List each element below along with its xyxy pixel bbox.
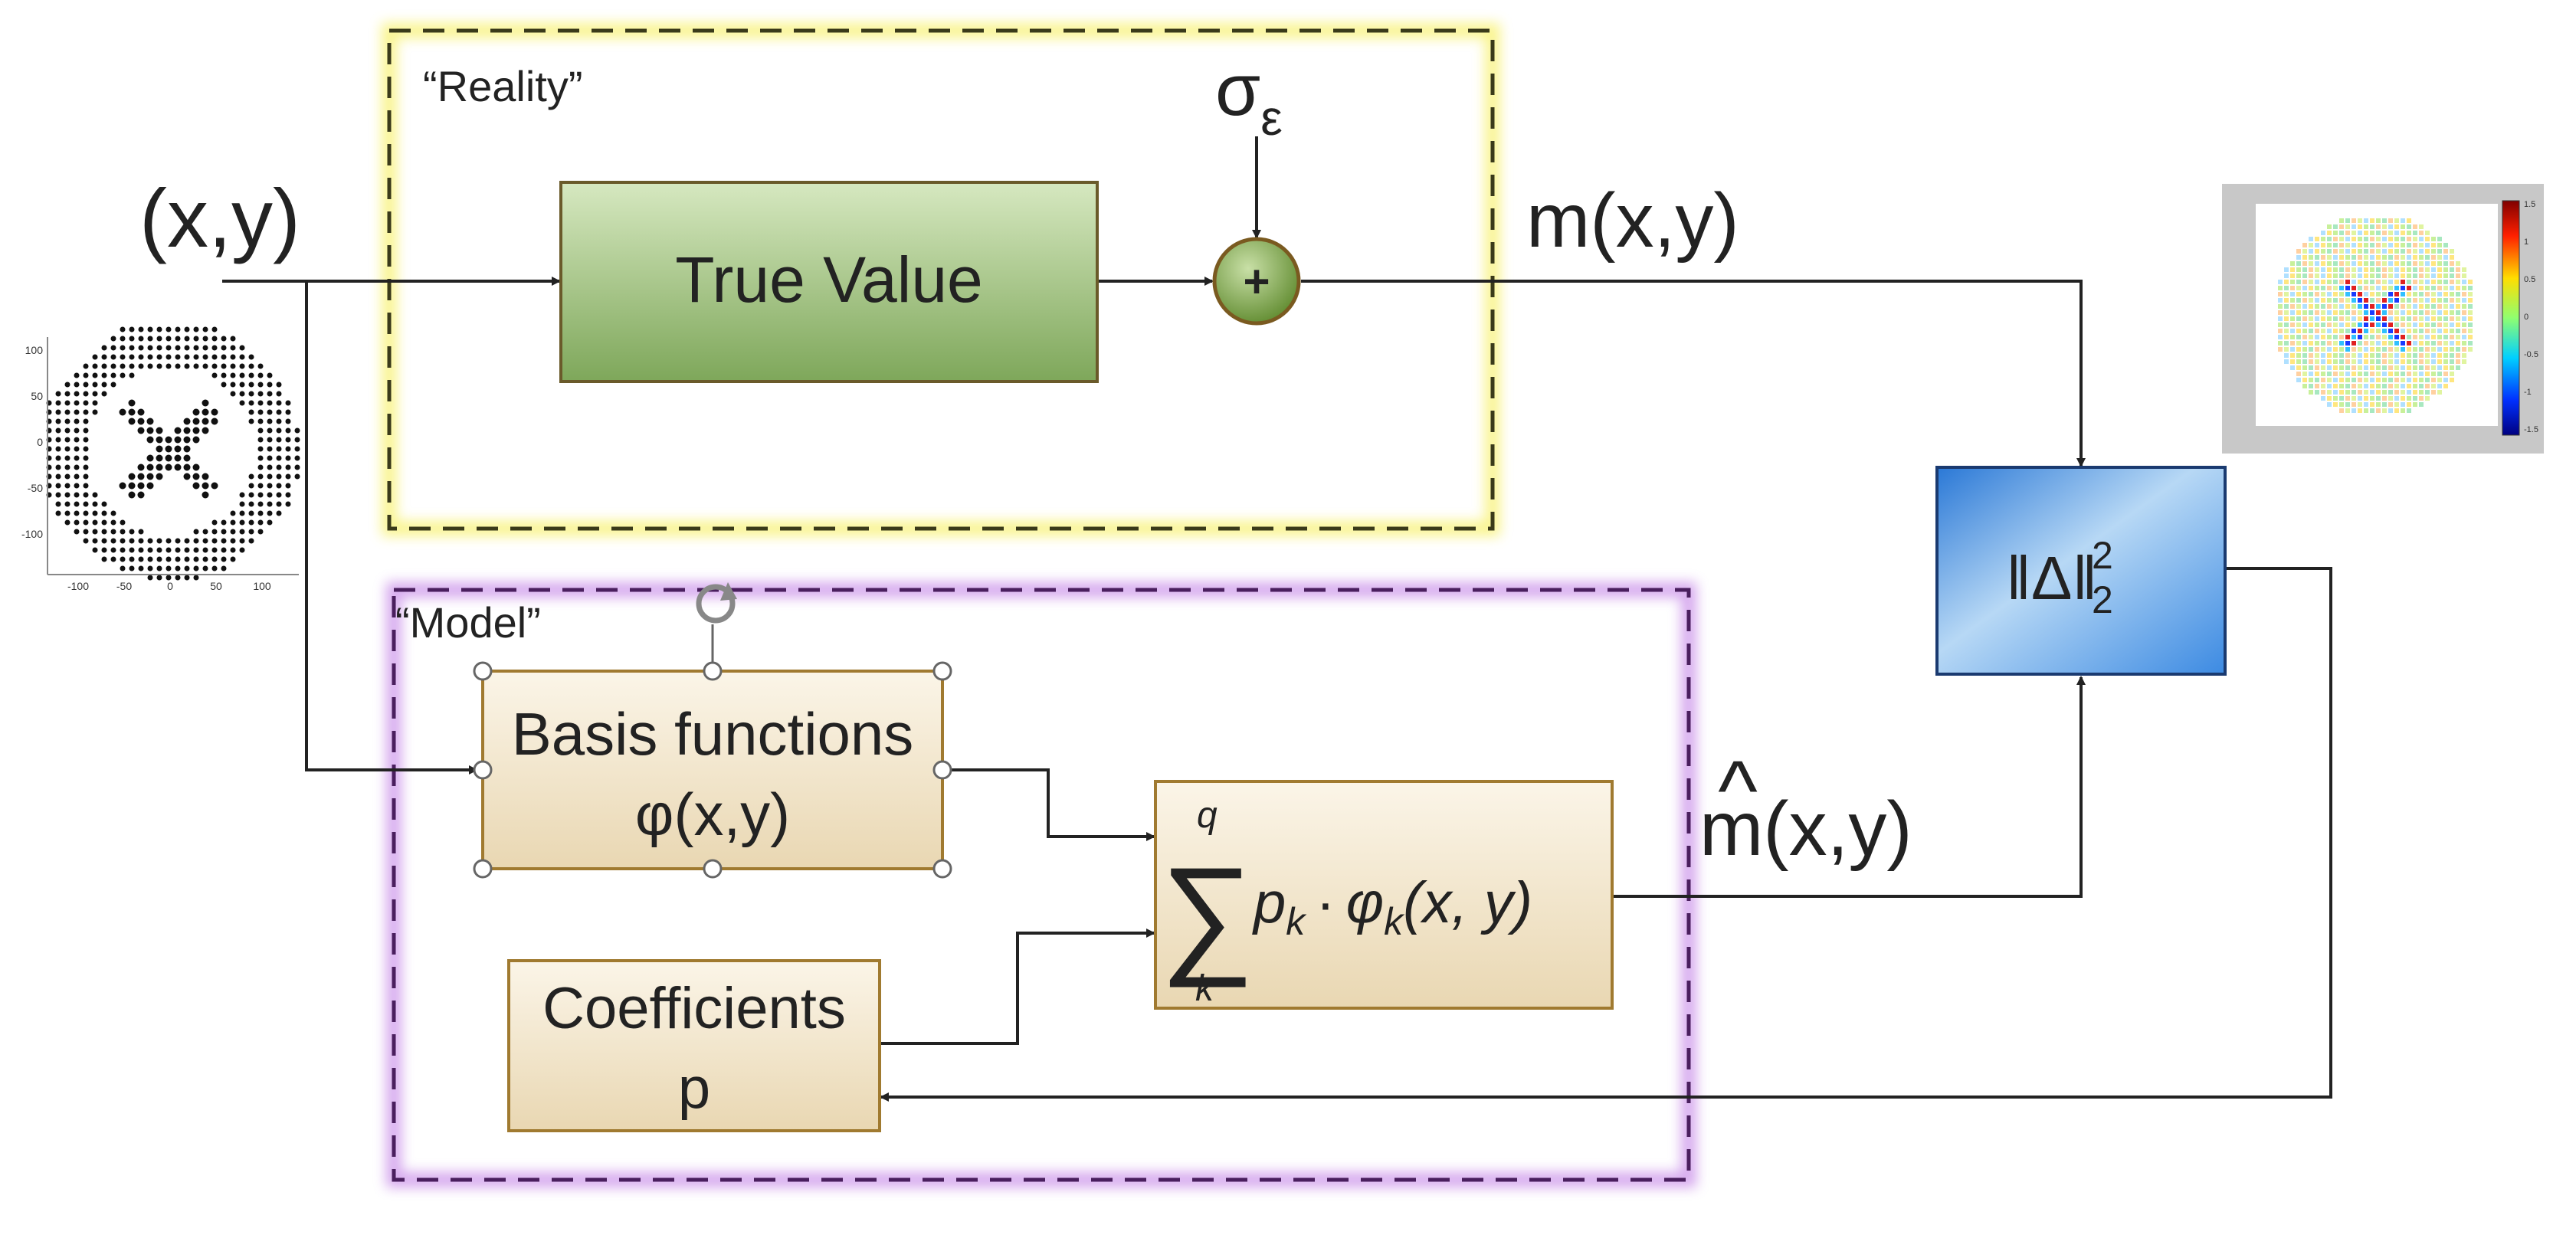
- residual-points: [2278, 218, 2473, 413]
- colorbar: [2502, 200, 2520, 436]
- basis-label-line1: Basis functions: [512, 700, 914, 768]
- sum-sigma: ∑: [1160, 840, 1254, 987]
- coeff-to-sum-arrow: [880, 928, 1155, 1045]
- colorbar-tick: -0.5: [2524, 350, 2538, 359]
- rotate-handle-icon[interactable]: [696, 582, 737, 624]
- estimate-to-norm-arrow: [1612, 676, 2086, 898]
- basis-to-sum-arrow: [942, 768, 1155, 841]
- colorbar-tick: 0: [2524, 313, 2528, 322]
- plot-y-tick: 50: [31, 390, 43, 402]
- coeff-label-line1: Coefficients: [542, 976, 846, 1041]
- coefficients-block[interactable]: Coefficients p: [507, 959, 881, 1132]
- summation-block[interactable]: q ∑ k pk·φk(x, y): [1154, 780, 1614, 1010]
- plot-x-tick: 50: [210, 580, 222, 592]
- input-to-basis-arrow: [305, 281, 478, 775]
- plot-y-ticks: 100 50 0 -50 -100: [21, 344, 43, 540]
- coeff-label-line2: p: [678, 1056, 710, 1121]
- colorbar-tick: -1: [2524, 388, 2532, 397]
- plot-y-tick: 0: [37, 436, 43, 448]
- colorbar-ticks: 1.5 1 0.5 0 -0.5 -1 -1.5: [2524, 200, 2538, 434]
- sum-upper-limit: q: [1197, 795, 1218, 836]
- true-value-label: True Value: [675, 244, 983, 316]
- colorbar-tick: 0.5: [2524, 275, 2535, 284]
- basis-functions-block[interactable]: Basis functions φ(x,y): [481, 670, 944, 870]
- selection-handles[interactable]: [473, 624, 952, 879]
- plot-x-ticks: -100 -50 0 50 100: [67, 580, 271, 592]
- plot-y-tick: -50: [28, 482, 43, 494]
- norm-label: ‖Δ‖: [2006, 544, 2098, 612]
- sample-points: [46, 326, 300, 581]
- sum-junction: +: [1212, 237, 1301, 326]
- sum-symbol: +: [1243, 256, 1270, 307]
- input-label: (x,y): [139, 172, 300, 264]
- plot-y-tick: -100: [21, 528, 43, 540]
- sum-expression: pk·φk(x, y): [1252, 870, 1532, 943]
- residual-heatmap: 1.5 1 0.5 0 -0.5 -1 -1.5: [2222, 184, 2544, 454]
- sample-points-plot: 100 50 0 -50 -100 -100 -50 0 50 100: [21, 326, 300, 592]
- plot-x-tick: -50: [116, 580, 132, 592]
- measured-label: m(x,y): [1526, 178, 1739, 264]
- sigma-label: σε: [1215, 49, 1283, 146]
- norm-subscript: 2: [2092, 578, 2113, 621]
- connectors: [222, 136, 2332, 1102]
- estimate-label: m(x,y): [1699, 786, 1912, 872]
- norm-to-coeff-feedback-arrow: [880, 567, 2332, 1102]
- sum-lower-limit: k: [1195, 968, 1216, 1009]
- true-value-block[interactable]: True Value: [559, 181, 1099, 383]
- model-label: “Model”: [395, 598, 541, 647]
- plot-x-tick: 100: [253, 580, 271, 592]
- plot-x-tick: -100: [67, 580, 89, 592]
- plot-x-tick: 0: [167, 580, 173, 592]
- plot-y-tick: 100: [25, 344, 44, 356]
- basis-label-line2: φ(x,y): [635, 781, 790, 848]
- measured-to-norm-arrow: [1301, 280, 2086, 467]
- estimate-hat: ^: [1718, 744, 1758, 838]
- norm-superscript: 2: [2092, 534, 2113, 577]
- reality-label: “Reality”: [423, 62, 582, 110]
- model-frame: [386, 582, 1696, 1187]
- colorbar-tick: 1.5: [2524, 200, 2535, 209]
- colorbar-tick: -1.5: [2524, 425, 2538, 434]
- colorbar-tick: 1: [2524, 237, 2528, 247]
- norm-block[interactable]: ‖Δ‖ 2 2: [1935, 466, 2227, 676]
